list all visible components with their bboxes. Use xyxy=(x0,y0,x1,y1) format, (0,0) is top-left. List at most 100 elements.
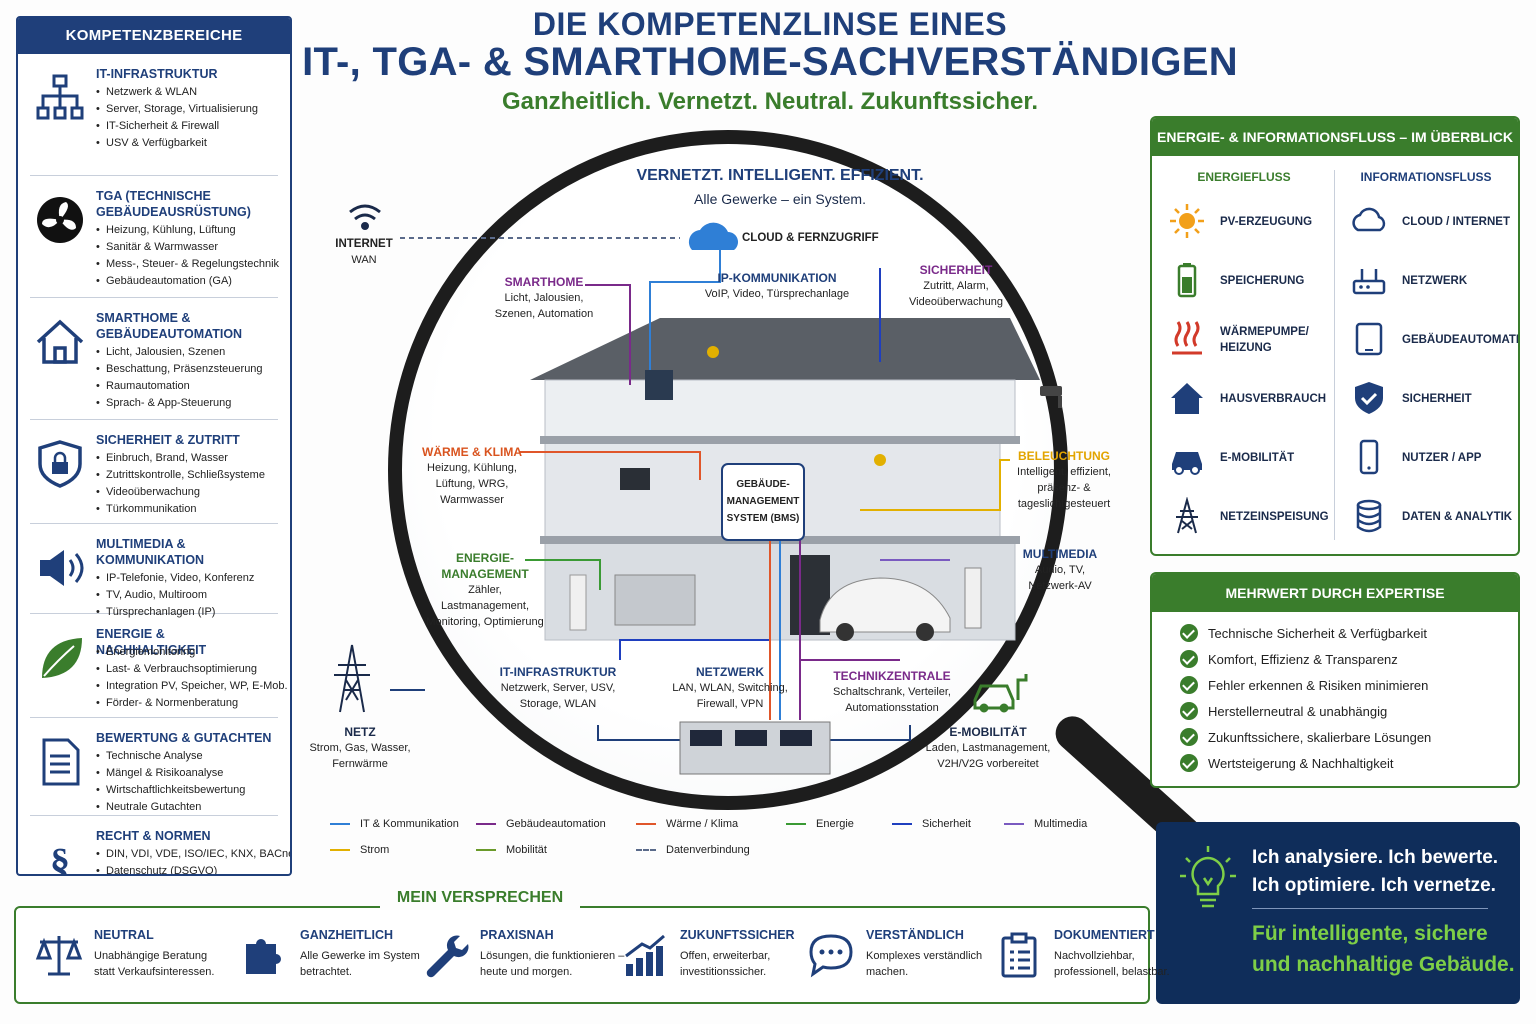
shield-lock-icon xyxy=(38,440,82,488)
competence-item: Förder- & Normenberatung xyxy=(96,695,278,712)
diagram-label-beleuchtung-desc: präsenz- & xyxy=(1037,482,1091,494)
cloud-icon xyxy=(688,222,738,250)
flow-row-label: GEBÄUDEAUTOMATION xyxy=(1402,333,1520,346)
competence-section-title: MULTIMEDIA & KOMMUNIKATION xyxy=(96,537,205,567)
competence-section-items: Einbruch, Brand, WasserZutrittskontrolle… xyxy=(96,450,278,518)
value-item: Komfort, Effizienz & Transparenz xyxy=(1180,646,1518,672)
competence-item: Wirtschaftlichkeitsbewertung xyxy=(96,782,278,799)
claim-line-3: Für intelligente, sichere xyxy=(1252,922,1488,945)
claim-line-4: und nachhaltige Gebäude. xyxy=(1252,953,1515,976)
promise-item-desc: Komplexes verständlich machen. xyxy=(866,950,983,978)
phone-icon xyxy=(1359,439,1379,475)
diagram-label-waerme-desc: Lüftung, WRG, xyxy=(435,478,509,490)
competence-item: Datenschutz (DSGVO) xyxy=(96,863,278,874)
flow-row: CLOUD / INTERNET xyxy=(1336,192,1516,251)
competence-item: USV & Verfügbarkeit xyxy=(96,135,278,152)
diagram-label-emob-desc: V2H/V2G vorbereitet xyxy=(937,758,1039,770)
diagram-label-technik-desc: Automationsstation xyxy=(845,702,939,714)
diagram-label-multimedia-title: MULTIMEDIA xyxy=(1022,547,1098,561)
legend-item: IT & Kommunikation xyxy=(330,818,459,830)
competence-section-items: IP-Telefonie, Video, KonferenzTV, Audio,… xyxy=(96,570,278,621)
power-pylon-icon xyxy=(334,644,370,713)
diagram-label-energie-desc: Monitoring, Optimierung xyxy=(426,616,544,628)
legend-swatch xyxy=(636,849,656,851)
promise-item-title: DOKUMENTIERT xyxy=(1054,928,1155,942)
diagram-label-beleuchtung-title: BELEUCHTUNG xyxy=(1018,449,1110,463)
competence-item: Integration PV, Speicher, WP, E-Mob. xyxy=(96,678,288,695)
competence-item: Sprach- & App-Steuerung xyxy=(96,395,278,412)
wall-panel xyxy=(645,370,673,400)
check-icon xyxy=(1180,754,1198,772)
diagram-label-itinfra-desc: Netzwerk, Server, USV, xyxy=(500,682,616,694)
legend-item: Wärme / Klima xyxy=(636,818,738,830)
competence-item: Technische Analyse xyxy=(96,748,278,765)
competence-item: Raumautomation xyxy=(96,378,278,395)
flow-row: HAUSVERBRAUCH xyxy=(1154,369,1334,428)
diagram-label-technik-desc: Schaltschrank, Verteiler, xyxy=(832,686,951,698)
network-icon xyxy=(36,74,84,120)
battery-icon xyxy=(1177,263,1197,298)
legend-item: Mobilität xyxy=(476,844,547,856)
bms-label: GEBÄUDE- MANAGEMENT SYSTEM (BMS) xyxy=(722,476,804,527)
title-line-2: IT-, TGA- & SMARTHOME-SACHVERSTÄNDIGEN xyxy=(302,40,1238,84)
flow-row: NETZWERK xyxy=(1336,251,1516,310)
tablet-icon xyxy=(1355,322,1383,356)
legend-swatch xyxy=(330,823,350,825)
competence-item: Mess-, Steuer- & Regelungstechnik xyxy=(96,256,279,273)
leaf-icon xyxy=(42,638,82,678)
internet-label-2: WAN xyxy=(351,254,377,266)
promise-item-desc: Alle Gewerke im System betrachtet. xyxy=(300,950,420,978)
promise-title: MEIN VERSPRECHEN xyxy=(380,886,580,910)
promise-item: DOKUMENTIERT Nachvollziehbar, professione… xyxy=(994,926,1174,990)
competence-section-items: Licht, Jalousien, SzenenBeschattung, Prä… xyxy=(96,344,278,412)
competence-item: IP-Telefonie, Video, Konferenz xyxy=(96,570,278,587)
value-item-label: Technische Sicherheit & Verfügbarkeit xyxy=(1208,625,1427,641)
lens-subtitle: Alle Gewerke – ein System. xyxy=(694,191,866,207)
competence-item: Türkommunikation xyxy=(96,501,278,518)
bms-line-1: GEBÄUDE- xyxy=(736,479,790,490)
diagram-label-beleuchtung-desc: tageslichtgesteuert xyxy=(1017,498,1111,510)
competence-section-items: Netzwerk & WLANServer, Storage, Virtuali… xyxy=(96,84,278,152)
competence-section-items: Heizung, Kühlung, LüftungSanitär & Warmw… xyxy=(96,222,279,290)
legend-swatch xyxy=(476,823,496,825)
tagline: Ganzheitlich. Vernetzt. Neutral. Zukunft… xyxy=(501,88,1039,115)
flow-row: SPEICHERUNG xyxy=(1154,251,1334,310)
flow-row: PV-ERZEUGUNG xyxy=(1154,192,1334,251)
charging-station xyxy=(964,567,982,629)
energy-column-title: ENERGIEFLUSS xyxy=(1197,170,1291,184)
legend-label: Datenverbindung xyxy=(666,844,750,856)
flow-row-label: NETZWERK xyxy=(1402,274,1468,287)
diagram-label-waerme-title: WÄRME & KLIMA xyxy=(422,445,522,459)
flow-row-label: PV-ERZEUGUNG xyxy=(1220,215,1313,228)
value-item-label: Fehler erkennen & Risiken minimieren xyxy=(1208,677,1429,693)
competence-section: §RECHT & NORMENDIN, VDI, VDE, ISO/IEC, K… xyxy=(30,816,290,874)
diagram-label-emob-title: E-MOBILITÄT xyxy=(949,725,1027,739)
tv-screen xyxy=(620,468,650,490)
competence-section: SICHERHEIT & ZUTRITTEinbruch, Brand, Was… xyxy=(30,420,278,524)
ev-car-icon xyxy=(973,674,1028,713)
document-icon xyxy=(42,738,80,786)
legend-swatch xyxy=(636,823,656,825)
diagram-label-smarthome-desc: Licht, Jalousien, xyxy=(504,292,584,304)
value-item-label: Wertsteigerung & Nachhaltigkeit xyxy=(1208,755,1394,771)
diagram-label-netz-title: NETZ xyxy=(344,725,376,739)
puzzle-icon xyxy=(246,939,281,974)
pylon-icon xyxy=(1176,497,1198,534)
diagram-label-sicherheit-desc: Videoüberwachung xyxy=(909,296,1003,308)
internet-label-1: INTERNET xyxy=(335,238,393,250)
promise-item-desc: Nachvollziehbar, professionell, belastba… xyxy=(1054,950,1170,978)
competence-section: MULTIMEDIA & KOMMUNIKATIONIP-Telefonie, … xyxy=(30,524,278,621)
competence-item: IT-Sicherheit & Firewall xyxy=(96,118,278,135)
internet-label: INTERNET WAN xyxy=(326,236,402,268)
promise-item-desc: Lösungen, die funktionieren – heute und … xyxy=(480,950,625,978)
